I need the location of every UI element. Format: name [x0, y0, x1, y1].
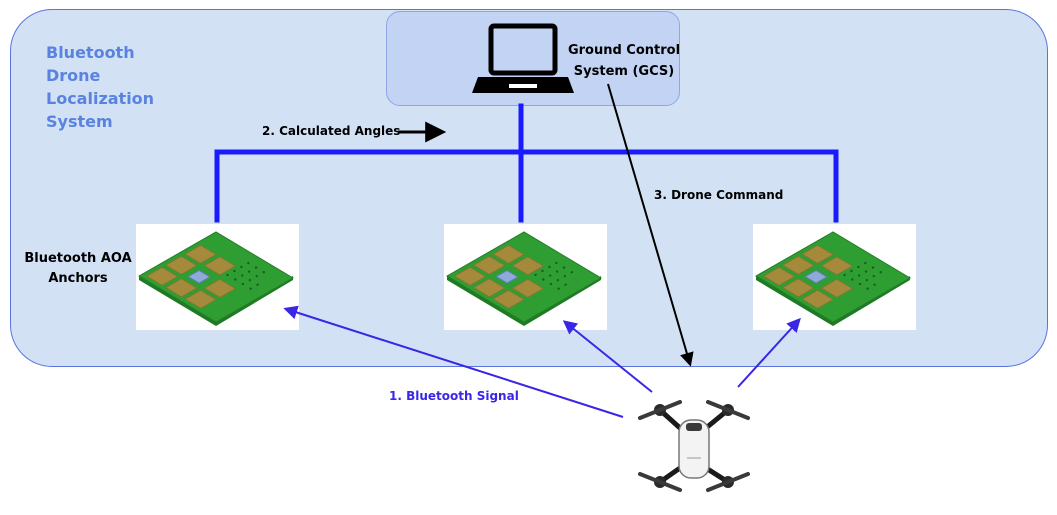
anchors-label-line1: Bluetooth AOA	[24, 251, 132, 266]
laptop-icon	[472, 23, 574, 93]
anchors-label: Bluetooth AOA Anchors	[18, 249, 138, 289]
system-title-line: Drone	[46, 66, 101, 85]
anchor-card-left	[136, 224, 299, 330]
drone-icon	[638, 400, 750, 492]
circuit-board-icon	[755, 231, 911, 326]
gcs-label-line2: System (GCS)	[573, 64, 675, 79]
system-title-line: Bluetooth	[46, 43, 135, 62]
circuit-board-icon	[138, 231, 294, 326]
anchor-wiring	[214, 103, 839, 223]
drone-command-arrow	[607, 83, 694, 367]
gcs-label-line1: Ground Control	[567, 43, 681, 58]
drone-command-label: 3. Drone Command	[654, 188, 784, 202]
anchor-card-middle	[444, 224, 607, 330]
calculated-angles-label: 2. Calculated Angles	[262, 124, 401, 138]
signal-arrow-right	[737, 317, 801, 388]
anchors-label-line2: Anchors	[48, 271, 108, 286]
system-title: Bluetooth Drone Localization System	[46, 41, 196, 133]
gcs-label: Ground Control System (GCS)	[559, 40, 689, 82]
bluetooth-signal-label: 1. Bluetooth Signal	[389, 389, 519, 403]
system-title-line: System	[46, 112, 113, 131]
signal-arrow-left	[283, 305, 624, 418]
anchor-card-right	[753, 224, 916, 330]
bluetooth-signal-arrows	[283, 305, 801, 418]
circuit-board-icon	[446, 231, 602, 326]
system-title-line: Localization	[46, 89, 155, 108]
signal-arrow-middle	[562, 320, 653, 393]
